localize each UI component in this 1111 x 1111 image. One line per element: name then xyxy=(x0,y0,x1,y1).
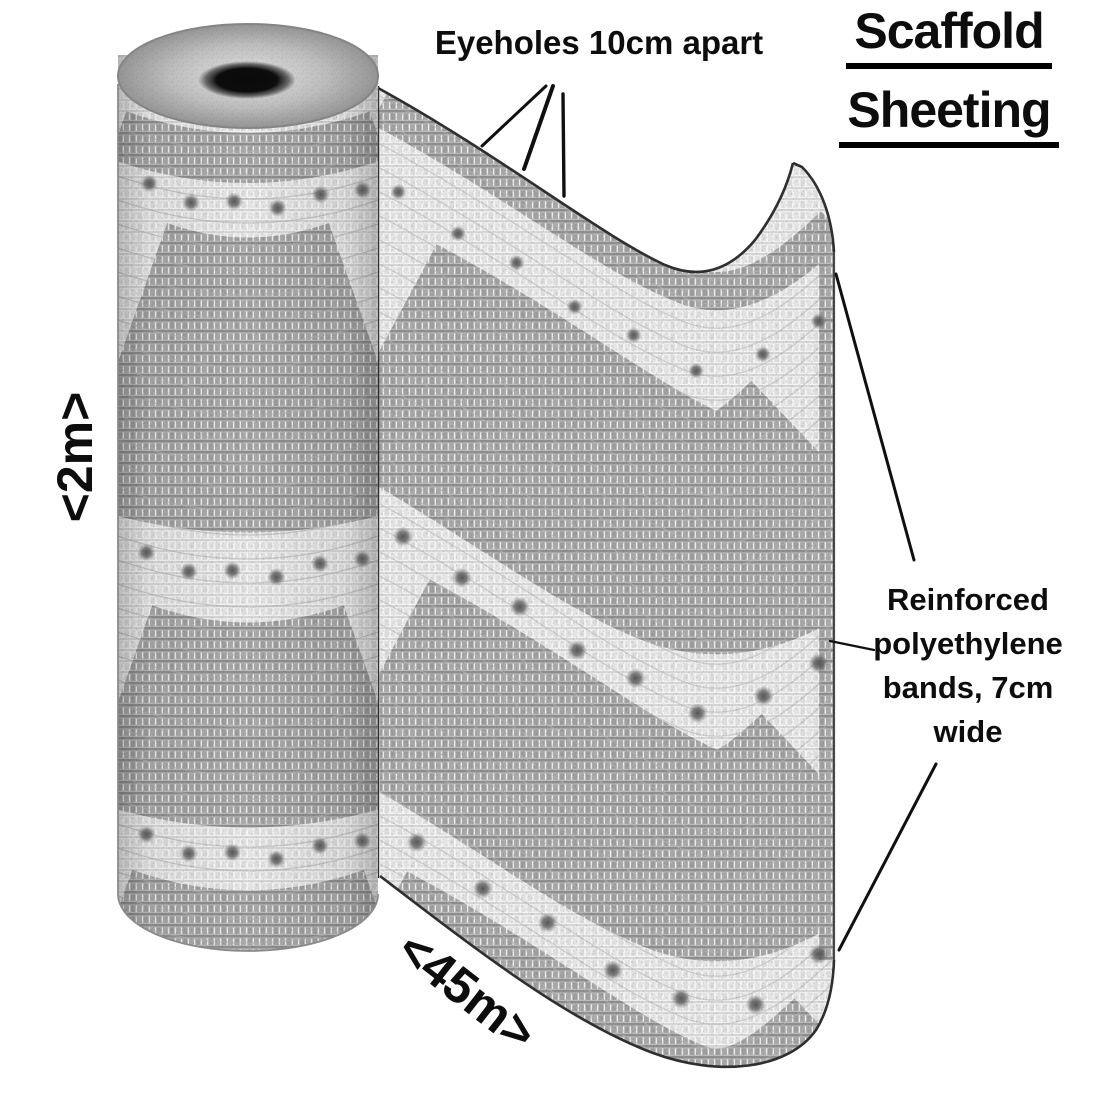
eyehole-dot xyxy=(754,346,771,363)
eyeholes-pointer-line-1 xyxy=(480,84,548,148)
height-dimension-label: <2m> xyxy=(47,391,103,523)
eyehole-dot xyxy=(223,843,242,862)
eyehole-dot xyxy=(225,192,244,211)
title-line-1: Scaffold xyxy=(846,6,1052,69)
roll-eyeholes xyxy=(137,174,372,868)
bands-label-line-3: bands, 7cm xyxy=(882,670,1054,705)
eyehole-dot xyxy=(451,567,472,588)
eyehole-dot xyxy=(508,254,525,271)
eyehole-dot xyxy=(625,668,646,689)
sheet-eyeholes xyxy=(390,184,829,1015)
roll-core-hole-icon xyxy=(198,61,296,99)
eyeholes-label: Eyeholes 10cm apart xyxy=(434,24,764,61)
sheeting-roll xyxy=(117,23,379,952)
eyehole-dot xyxy=(140,174,159,193)
title-line-2: Sheeting xyxy=(839,85,1059,148)
bands-label-line-1: Reinforced xyxy=(887,582,1049,617)
eyehole-dot xyxy=(602,960,623,981)
eyehole-dot xyxy=(179,844,198,863)
eyehole-dot xyxy=(537,912,558,933)
eyehole-dot xyxy=(567,640,588,661)
sheet-panel xyxy=(378,88,834,1067)
eyehole-dot xyxy=(310,554,329,573)
eyehole-dot xyxy=(267,567,286,586)
bands-label-line-4: wide xyxy=(933,714,1003,749)
annotation-pointer-lines xyxy=(480,84,938,952)
eyehole-dot xyxy=(566,298,583,315)
eyehole-dot xyxy=(472,878,493,899)
eyehole-dot xyxy=(450,225,467,242)
eyehole-dot xyxy=(353,550,372,569)
reinforced-bands-label: Reinforced polyethylene bands, 7cm wide xyxy=(842,578,1094,754)
eyehole-dot xyxy=(392,526,413,547)
eyehole-dot xyxy=(267,849,286,868)
eyehole-dot xyxy=(406,832,427,853)
eyeholes-pointer-line-2 xyxy=(522,84,555,171)
eyehole-dot xyxy=(311,185,330,204)
eyehole-dot xyxy=(753,685,774,706)
bands-pointer-line-2 xyxy=(828,639,876,652)
eyeholes-pointer-line-3 xyxy=(561,92,566,198)
eyehole-dot xyxy=(223,561,242,580)
eyehole-dot xyxy=(808,944,829,965)
eyehole-dot xyxy=(390,184,407,201)
roll-bottom-edge xyxy=(117,893,379,952)
eyehole-dot xyxy=(625,327,642,344)
eyehole-dot xyxy=(182,193,201,212)
eyehole-dot xyxy=(808,653,829,674)
bands-pointer-line-1 xyxy=(834,272,916,562)
eyehole-dot xyxy=(179,562,198,581)
eyehole-dot xyxy=(268,198,287,217)
diagram-title: Scaffold Sheeting xyxy=(818,6,1080,148)
eyehole-dot xyxy=(353,180,372,199)
eyehole-dot xyxy=(745,994,766,1015)
eyehole-dot xyxy=(688,362,705,379)
eyehole-dot xyxy=(310,836,329,855)
eyehole-dot xyxy=(137,543,156,562)
bands-pointer-line-3 xyxy=(837,762,938,952)
eyehole-dot xyxy=(671,988,692,1009)
eyehole-dot xyxy=(810,313,827,330)
eyehole-dot xyxy=(137,825,156,844)
eyehole-dot xyxy=(509,596,530,617)
bands-label-line-2: polyethylene xyxy=(873,626,1063,661)
eyehole-dot xyxy=(687,703,708,724)
eyehole-dot xyxy=(353,832,372,851)
